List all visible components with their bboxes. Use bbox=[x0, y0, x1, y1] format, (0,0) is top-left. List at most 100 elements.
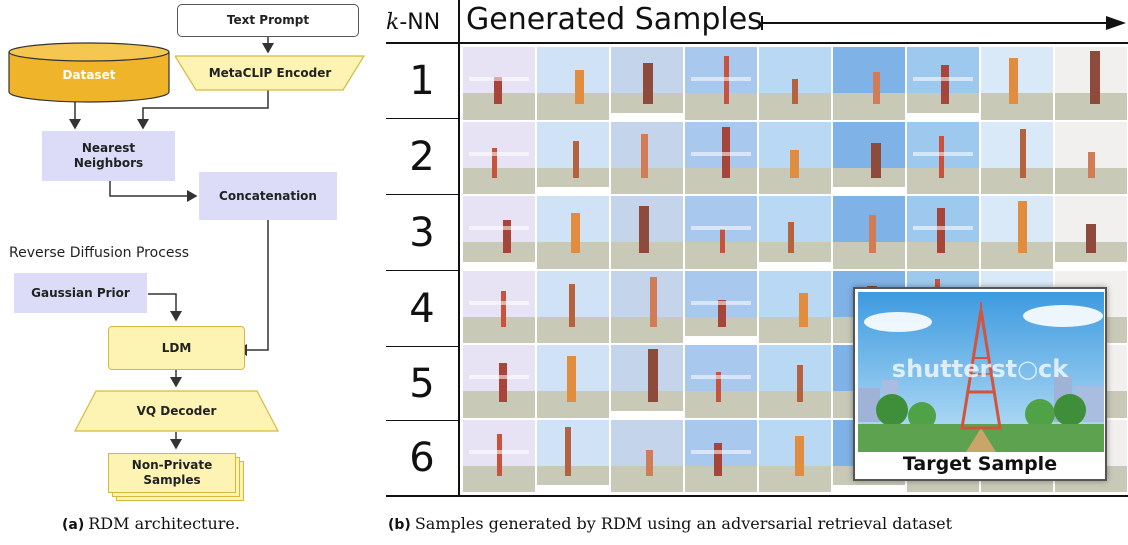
nearest-neighbors-label: Nearest Neighbors bbox=[73, 141, 144, 170]
vq-decoder-shape bbox=[74, 390, 279, 432]
dataset-label: Dataset bbox=[62, 67, 116, 82]
sample-thumbnail bbox=[610, 269, 684, 344]
sample-thumbnail bbox=[462, 344, 536, 419]
sample-thumbnail bbox=[832, 120, 906, 195]
caption-a-text: RDM architecture. bbox=[88, 514, 240, 533]
sample-thumbnail bbox=[832, 195, 906, 270]
sample-thumbnail bbox=[536, 418, 610, 493]
caption-a-tag: (a) bbox=[62, 517, 85, 533]
sample-thumbnail bbox=[462, 195, 536, 270]
sample-thumbnail bbox=[462, 418, 536, 493]
sample-thumbnail bbox=[536, 195, 610, 270]
text-prompt-label: Text Prompt bbox=[226, 13, 310, 27]
sample-thumbnail bbox=[906, 195, 980, 270]
ldm-label: LDM bbox=[161, 340, 192, 355]
sample-thumbnail bbox=[684, 344, 758, 419]
bottom-rule bbox=[386, 495, 1128, 497]
sample-thumbnail bbox=[1054, 195, 1128, 270]
row-rule-1 bbox=[386, 118, 460, 119]
sample-thumbnail bbox=[1054, 120, 1128, 195]
sample-thumbnail bbox=[980, 120, 1054, 195]
non-private-samples-box: Non-Private Samples bbox=[108, 453, 236, 493]
sample-thumbnail bbox=[536, 120, 610, 195]
sample-thumbnail bbox=[684, 120, 758, 195]
sample-thumbnail bbox=[980, 46, 1054, 121]
vertical-rule bbox=[458, 0, 460, 496]
diagram-arrows bbox=[69, 37, 274, 450]
sample-thumbnail bbox=[536, 46, 610, 121]
vq-decoder-label: VQ Decoder bbox=[136, 403, 217, 418]
sample-thumbnail bbox=[758, 269, 832, 344]
non-private-samples-label: Non-Private Samples bbox=[131, 458, 213, 487]
generated-samples-grid bbox=[462, 46, 1128, 494]
ldm-box: LDM bbox=[108, 326, 245, 370]
nearest-neighbors-box: Nearest Neighbors bbox=[42, 131, 175, 181]
generated-samples-title: Generated Samples bbox=[466, 2, 763, 37]
sample-thumbnail bbox=[906, 120, 980, 195]
sample-thumbnail bbox=[462, 120, 536, 195]
row-number-6: 6 bbox=[409, 435, 435, 481]
sample-thumbnail bbox=[536, 269, 610, 344]
sample-thumbnail bbox=[684, 418, 758, 493]
reverse-diffusion-title: Reverse Diffusion Process bbox=[9, 245, 190, 261]
sample-thumbnail bbox=[610, 195, 684, 270]
row-number-1: 1 bbox=[409, 58, 435, 104]
concatenation-box: Concatenation bbox=[199, 172, 337, 220]
sample-thumbnail bbox=[462, 46, 536, 121]
sample-thumbnail bbox=[684, 195, 758, 270]
dataset-box: Dataset bbox=[8, 58, 170, 92]
target-watermark: shutterst○ck bbox=[891, 355, 1069, 383]
concatenation-label: Concatenation bbox=[219, 188, 317, 203]
sample-thumbnail bbox=[758, 46, 832, 121]
knn-header: k-NN bbox=[386, 10, 440, 35]
sample-thumbnail bbox=[610, 120, 684, 195]
generated-samples-arrow bbox=[761, 16, 1126, 30]
sample-thumbnail bbox=[758, 120, 832, 195]
header-rule bbox=[386, 42, 1128, 44]
row-number-3: 3 bbox=[409, 209, 435, 256]
sample-thumbnail bbox=[758, 418, 832, 493]
encoder-shape bbox=[175, 55, 365, 91]
sample-thumbnail bbox=[610, 418, 684, 493]
knn-k: k bbox=[386, 10, 400, 35]
sample-thumbnail bbox=[684, 46, 758, 121]
row-rule-2 bbox=[386, 194, 460, 195]
target-sample-label: Target Sample bbox=[902, 453, 1058, 475]
sample-thumbnail bbox=[758, 195, 832, 270]
target-sample-image bbox=[858, 292, 1104, 452]
sample-thumbnail bbox=[832, 46, 906, 121]
gaussian-prior-box: Gaussian Prior bbox=[14, 273, 147, 313]
arrow-encoder-nn bbox=[137, 90, 269, 130]
sample-thumbnail bbox=[610, 344, 684, 419]
sample-thumbnail bbox=[462, 269, 536, 344]
encoder-box: MetaCLIP Encoder bbox=[175, 55, 365, 91]
row-number-2: 2 bbox=[409, 133, 435, 180]
arrow-concat-ldm bbox=[236, 220, 269, 356]
sample-thumbnail bbox=[1054, 46, 1128, 121]
dataset-cylinder bbox=[8, 42, 170, 103]
sample-thumbnail bbox=[758, 344, 832, 419]
arrow-prior-ldm bbox=[148, 293, 182, 322]
encoder-label: MetaCLIP Encoder bbox=[208, 65, 332, 80]
caption-b: (b) Samples generated by RDM using an ad… bbox=[388, 514, 952, 534]
arrow-nn-concat bbox=[109, 180, 198, 202]
sample-thumbnail bbox=[980, 195, 1054, 270]
text-prompt-box: Text Prompt bbox=[177, 4, 359, 37]
gaussian-prior-label: Gaussian Prior bbox=[31, 285, 130, 300]
row-number-4: 4 bbox=[409, 285, 435, 332]
knn-suffix: -NN bbox=[399, 10, 441, 35]
caption-b-text: Samples generated by RDM using an advers… bbox=[414, 514, 953, 533]
caption-b-tag: (b) bbox=[388, 517, 411, 533]
caption-a: (a) RDM architecture. bbox=[62, 514, 240, 534]
sample-thumbnail bbox=[684, 269, 758, 344]
vq-decoder-box: VQ Decoder bbox=[74, 390, 279, 432]
target-sample-panel: shutterst○ck Target Sample bbox=[853, 287, 1107, 481]
row-rule-5 bbox=[386, 420, 460, 421]
sample-thumbnail bbox=[536, 344, 610, 419]
row-rule-3 bbox=[386, 270, 460, 271]
row-rule-4 bbox=[386, 346, 460, 347]
sample-thumbnail bbox=[610, 46, 684, 121]
sample-thumbnail bbox=[906, 46, 980, 121]
row-number-5: 5 bbox=[409, 360, 435, 407]
